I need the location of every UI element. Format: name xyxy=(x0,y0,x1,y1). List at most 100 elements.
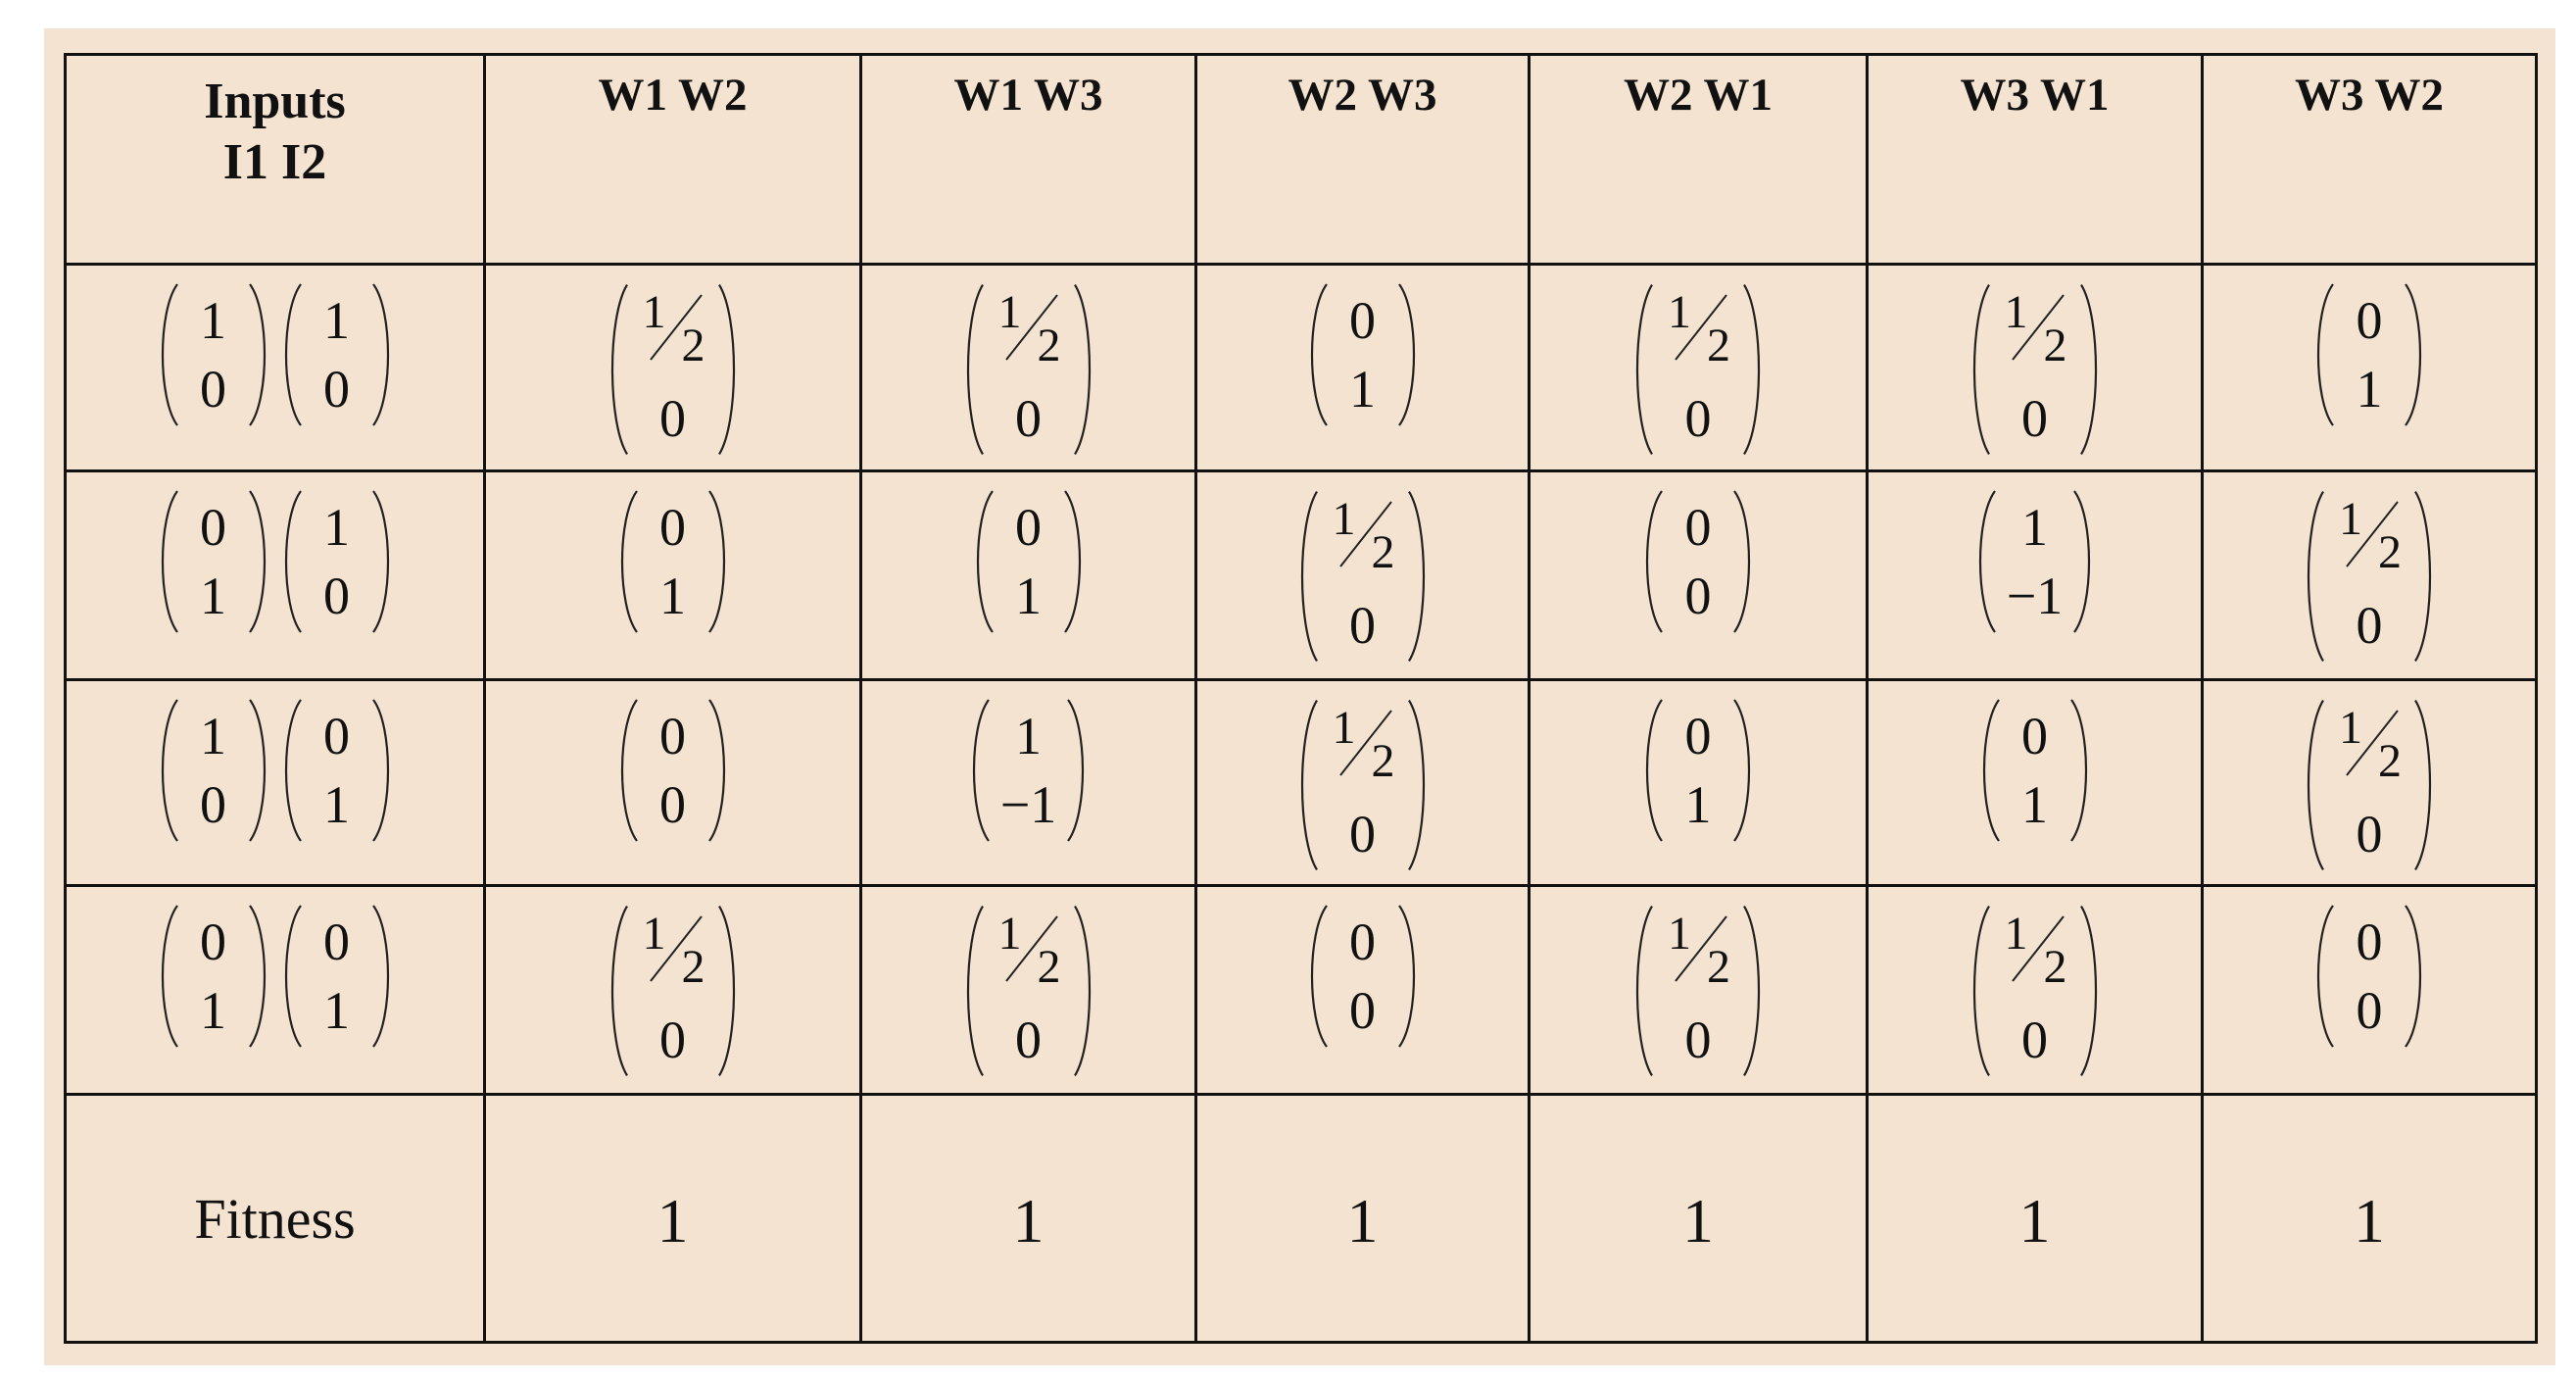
right-paren-icon xyxy=(2077,903,2107,1079)
vector-entry: 0 xyxy=(200,498,226,557)
left-paren-icon xyxy=(611,488,641,635)
left-paren-icon xyxy=(602,281,631,458)
vector-entry: 1 xyxy=(200,291,226,350)
right-paren-icon xyxy=(1730,488,1760,635)
right-paren-icon xyxy=(369,903,399,1050)
left-paren-icon xyxy=(957,281,987,458)
vector-entry: 0 xyxy=(200,775,226,834)
vector-entry: 0 xyxy=(659,707,686,765)
vector-entry: 1 xyxy=(2021,498,2048,557)
right-paren-icon xyxy=(1740,281,1770,458)
left-paren-icon xyxy=(611,697,641,844)
vector-entry: 1 xyxy=(2021,775,2048,834)
vector-entry: 1 xyxy=(1015,567,1042,625)
fitness-label: Fitness xyxy=(64,1093,486,1344)
vector-entry: 0 xyxy=(1684,707,1712,765)
right-paren-icon xyxy=(2070,488,2100,635)
right-paren-icon xyxy=(369,697,399,844)
vector-entry: 1 xyxy=(323,981,350,1040)
vector-entry: 0 xyxy=(200,360,226,419)
left-paren-icon xyxy=(1627,903,1656,1079)
vector-entry: 0 xyxy=(659,389,686,448)
left-paren-icon xyxy=(2298,488,2327,665)
left-paren-icon xyxy=(957,903,987,1079)
right-paren-icon xyxy=(715,903,745,1079)
right-paren-icon xyxy=(1405,488,1434,665)
vector-entry: 1 xyxy=(1349,360,1376,419)
vector-entry: 0 xyxy=(1684,389,1712,448)
vector-entry: 0 xyxy=(323,360,350,419)
vector-entry: 0 xyxy=(659,1010,686,1069)
header-inputs: Inputs I1 I2 xyxy=(64,53,486,266)
right-paren-icon xyxy=(2077,281,2107,458)
right-paren-icon xyxy=(2411,697,2441,873)
left-paren-icon xyxy=(152,697,181,844)
right-paren-icon xyxy=(1071,903,1100,1079)
vector-entry: 0 xyxy=(1349,596,1376,655)
right-paren-icon xyxy=(705,488,735,635)
vector-entry: 0 xyxy=(2356,291,2383,350)
fitness-value: 1 xyxy=(859,1093,1197,1344)
right-paren-icon xyxy=(1740,903,1770,1079)
left-paren-icon xyxy=(1964,281,1993,458)
vector-entry: 0 xyxy=(1684,1010,1712,1069)
left-paren-icon xyxy=(275,281,305,428)
header-inputs-line1: Inputs xyxy=(204,74,346,129)
right-paren-icon xyxy=(1064,697,1094,844)
left-paren-icon xyxy=(1973,697,2003,844)
fitness-value: 1 xyxy=(1194,1093,1531,1344)
vector-entry: 0 xyxy=(2021,1010,2048,1069)
header-row: Inputs I1 I2 W1 W2 W1 W3 W2 W3 W2 W1 W3 … xyxy=(64,53,2538,266)
vector-entry: 1 xyxy=(1015,707,1042,765)
column-vector: 1−1 xyxy=(963,697,1094,844)
vector-entry: 1 xyxy=(323,291,350,350)
right-paren-icon xyxy=(2402,281,2431,428)
vector-entry: 1 xyxy=(200,567,226,625)
left-paren-icon xyxy=(1627,281,1656,458)
right-paren-icon xyxy=(2411,488,2441,665)
weight-output-cell: 1−1 xyxy=(859,678,1197,887)
vector-entry: 0 xyxy=(1349,981,1376,1040)
vector-entry: 0 xyxy=(2021,389,2048,448)
vector-entry: 0 xyxy=(2356,596,2383,655)
left-paren-icon xyxy=(1301,281,1331,428)
header-w2-w1: W2 W1 xyxy=(1528,53,1869,266)
left-paren-icon xyxy=(1291,697,1321,873)
right-paren-icon xyxy=(1061,488,1091,635)
